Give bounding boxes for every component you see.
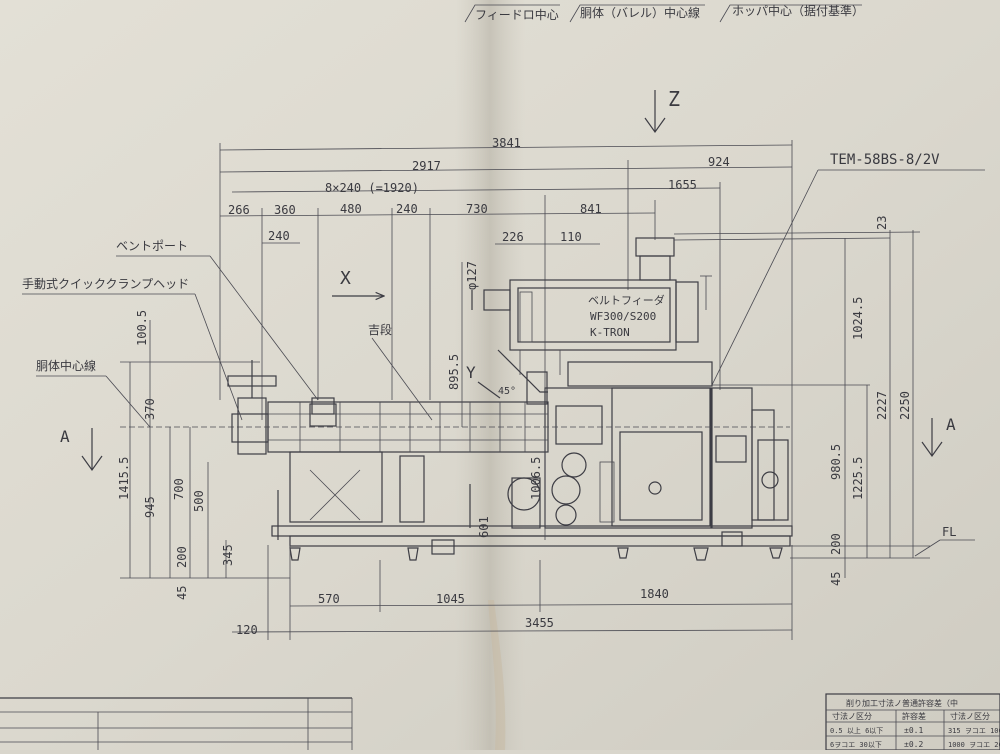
bottom-dimensions: 570 1045 1840 120 3455 (231, 545, 793, 640)
dim-1225-5: 1225.5 (851, 457, 865, 500)
paper-stain (488, 600, 506, 750)
tab-feed-center: フィードロ中心 (475, 7, 559, 22)
barrel (120, 360, 790, 455)
a-left-label: A (60, 427, 70, 446)
x-arrow: X (332, 268, 384, 296)
feeder-model: WF300/S200 (590, 310, 656, 323)
dim-345: 345 (221, 544, 235, 566)
z-arrow: Z (644, 87, 680, 134)
right-dimensions: 23 1024.5 2227 2250 980.5 1225.5 200 45 … (673, 216, 975, 586)
tab-hopper-center: ホッパ中心（据付基準） (732, 3, 864, 18)
dim-100-5: 100.5 (135, 310, 149, 346)
dim-895-5: 895.5 (447, 354, 461, 390)
dim-1920: 8×240 (=1920) (325, 181, 419, 195)
tolerance-table: 削り加工寸法ノ普通許容差（中 寸法ノ区分 許容差 寸法ノ区分 0.5 以上 6以… (825, 693, 1000, 751)
dim-601: 601 (477, 516, 491, 538)
dim-360: 360 (274, 203, 296, 217)
tab-barrel-center: 胴体（バレル）中心線 (580, 5, 700, 20)
dim-200-left: 200 (175, 546, 189, 568)
dim-45-right: 45 (829, 572, 843, 586)
dia-127-label: φ127 (465, 261, 479, 290)
dim-3841: 3841 (492, 136, 521, 150)
dim-45-left: 45 (175, 586, 189, 600)
dim-226: 226 (502, 230, 524, 244)
base-frame (271, 451, 793, 561)
tolerance-cell-0-1: ±0.1 (904, 726, 923, 735)
tolerance-cell-0-2: 315 ヲコエ 100 (948, 727, 1000, 735)
y-arrow: Y (466, 363, 501, 399)
feeder-name: ベルトフィーダ (588, 293, 665, 307)
dim-1655: 1655 (668, 178, 697, 192)
dim-570: 570 (318, 592, 340, 606)
barrel-center-label: 胴体中心線 (36, 358, 96, 373)
left-callouts: ベントポート 手動式クイッククランプヘッド 胴体中心線 吉段 φ127 (22, 239, 479, 428)
dim-2917: 2917 (412, 159, 441, 173)
dim-700: 700 (172, 478, 186, 500)
dim-370: 370 (143, 398, 157, 420)
tolerance-header-2: 寸法ノ区分 (950, 711, 990, 721)
a-arrow-left: A (60, 427, 103, 472)
top-dimensions: 3841 2917 924 8×240 (=1920) 1655 266 360… (219, 136, 793, 530)
dim-980-5: 980.5 (829, 444, 843, 480)
tolerance-cell-1-0: 6ヲコエ 30以下 (830, 741, 882, 749)
dim-945: 945 (143, 496, 157, 518)
a-right-label: A (946, 415, 956, 434)
fl-label: FL (942, 525, 956, 539)
title-block (0, 697, 353, 750)
tolerance-cell-0-0: 0.5 以上 6以下 (830, 726, 883, 735)
dim-2250: 2250 (898, 391, 912, 420)
dim-1024-5: 1024.5 (851, 297, 865, 340)
y-label: Y (466, 363, 476, 382)
tolerance-header-1: 許容差 (902, 711, 926, 721)
dim-240b: 240 (268, 229, 290, 243)
dim-120: 120 (236, 623, 258, 637)
model-callout: TEM-58BS-8/2V (711, 152, 985, 386)
x-label: X (340, 268, 351, 289)
dim-924: 924 (708, 155, 730, 169)
left-dimensions: 100.5 370 1415.5 945 700 500 200 345 45 … (117, 262, 546, 600)
flat-label: 吉段 (368, 322, 392, 337)
dim-841: 841 (580, 202, 602, 216)
z-label: Z (668, 87, 680, 111)
vent-port-label: ベントポート (116, 239, 188, 253)
dim-3455: 3455 (525, 616, 554, 630)
dim-500: 500 (192, 490, 206, 512)
dim-23: 23 (875, 216, 889, 230)
angle-label: 45° (498, 386, 516, 397)
paper-fold (455, 0, 525, 750)
tolerance-cell-1-2: 1000 ヲコエ 200 (948, 741, 1000, 749)
tolerance-header-0: 寸法ノ区分 (832, 711, 872, 721)
dim-480: 480 (340, 202, 362, 216)
dim-1006-5: 1006.5 (529, 457, 543, 500)
dim-1840: 1840 (640, 587, 669, 601)
dim-1045: 1045 (436, 592, 465, 606)
dim-110: 110 (560, 230, 582, 244)
dim-1415-5: 1415.5 (117, 457, 131, 500)
dim-266: 266 (228, 203, 250, 217)
dim-240a: 240 (396, 202, 418, 216)
tolerance-title: 削り加工寸法ノ普通許容差（中 (846, 698, 958, 708)
dim-730: 730 (466, 202, 488, 216)
feeder-maker: K-TRON (590, 326, 630, 339)
a-arrow-right: A (921, 415, 956, 458)
dim-2227: 2227 (875, 391, 889, 420)
dim-200-right: 200 (829, 533, 843, 555)
clamp-head-label: 手動式クイッククランプヘッド (22, 277, 189, 291)
tolerance-cell-1-1: ±0.2 (904, 740, 923, 749)
model-label: TEM-58BS-8/2V (830, 152, 940, 168)
header-tabs: フィードロ中心 胴体（バレル）中心線 ホッパ中心（据付基準） (464, 3, 864, 23)
belt-feeder: ベルトフィーダ WF300/S200 K-TRON 45° (471, 237, 712, 397)
